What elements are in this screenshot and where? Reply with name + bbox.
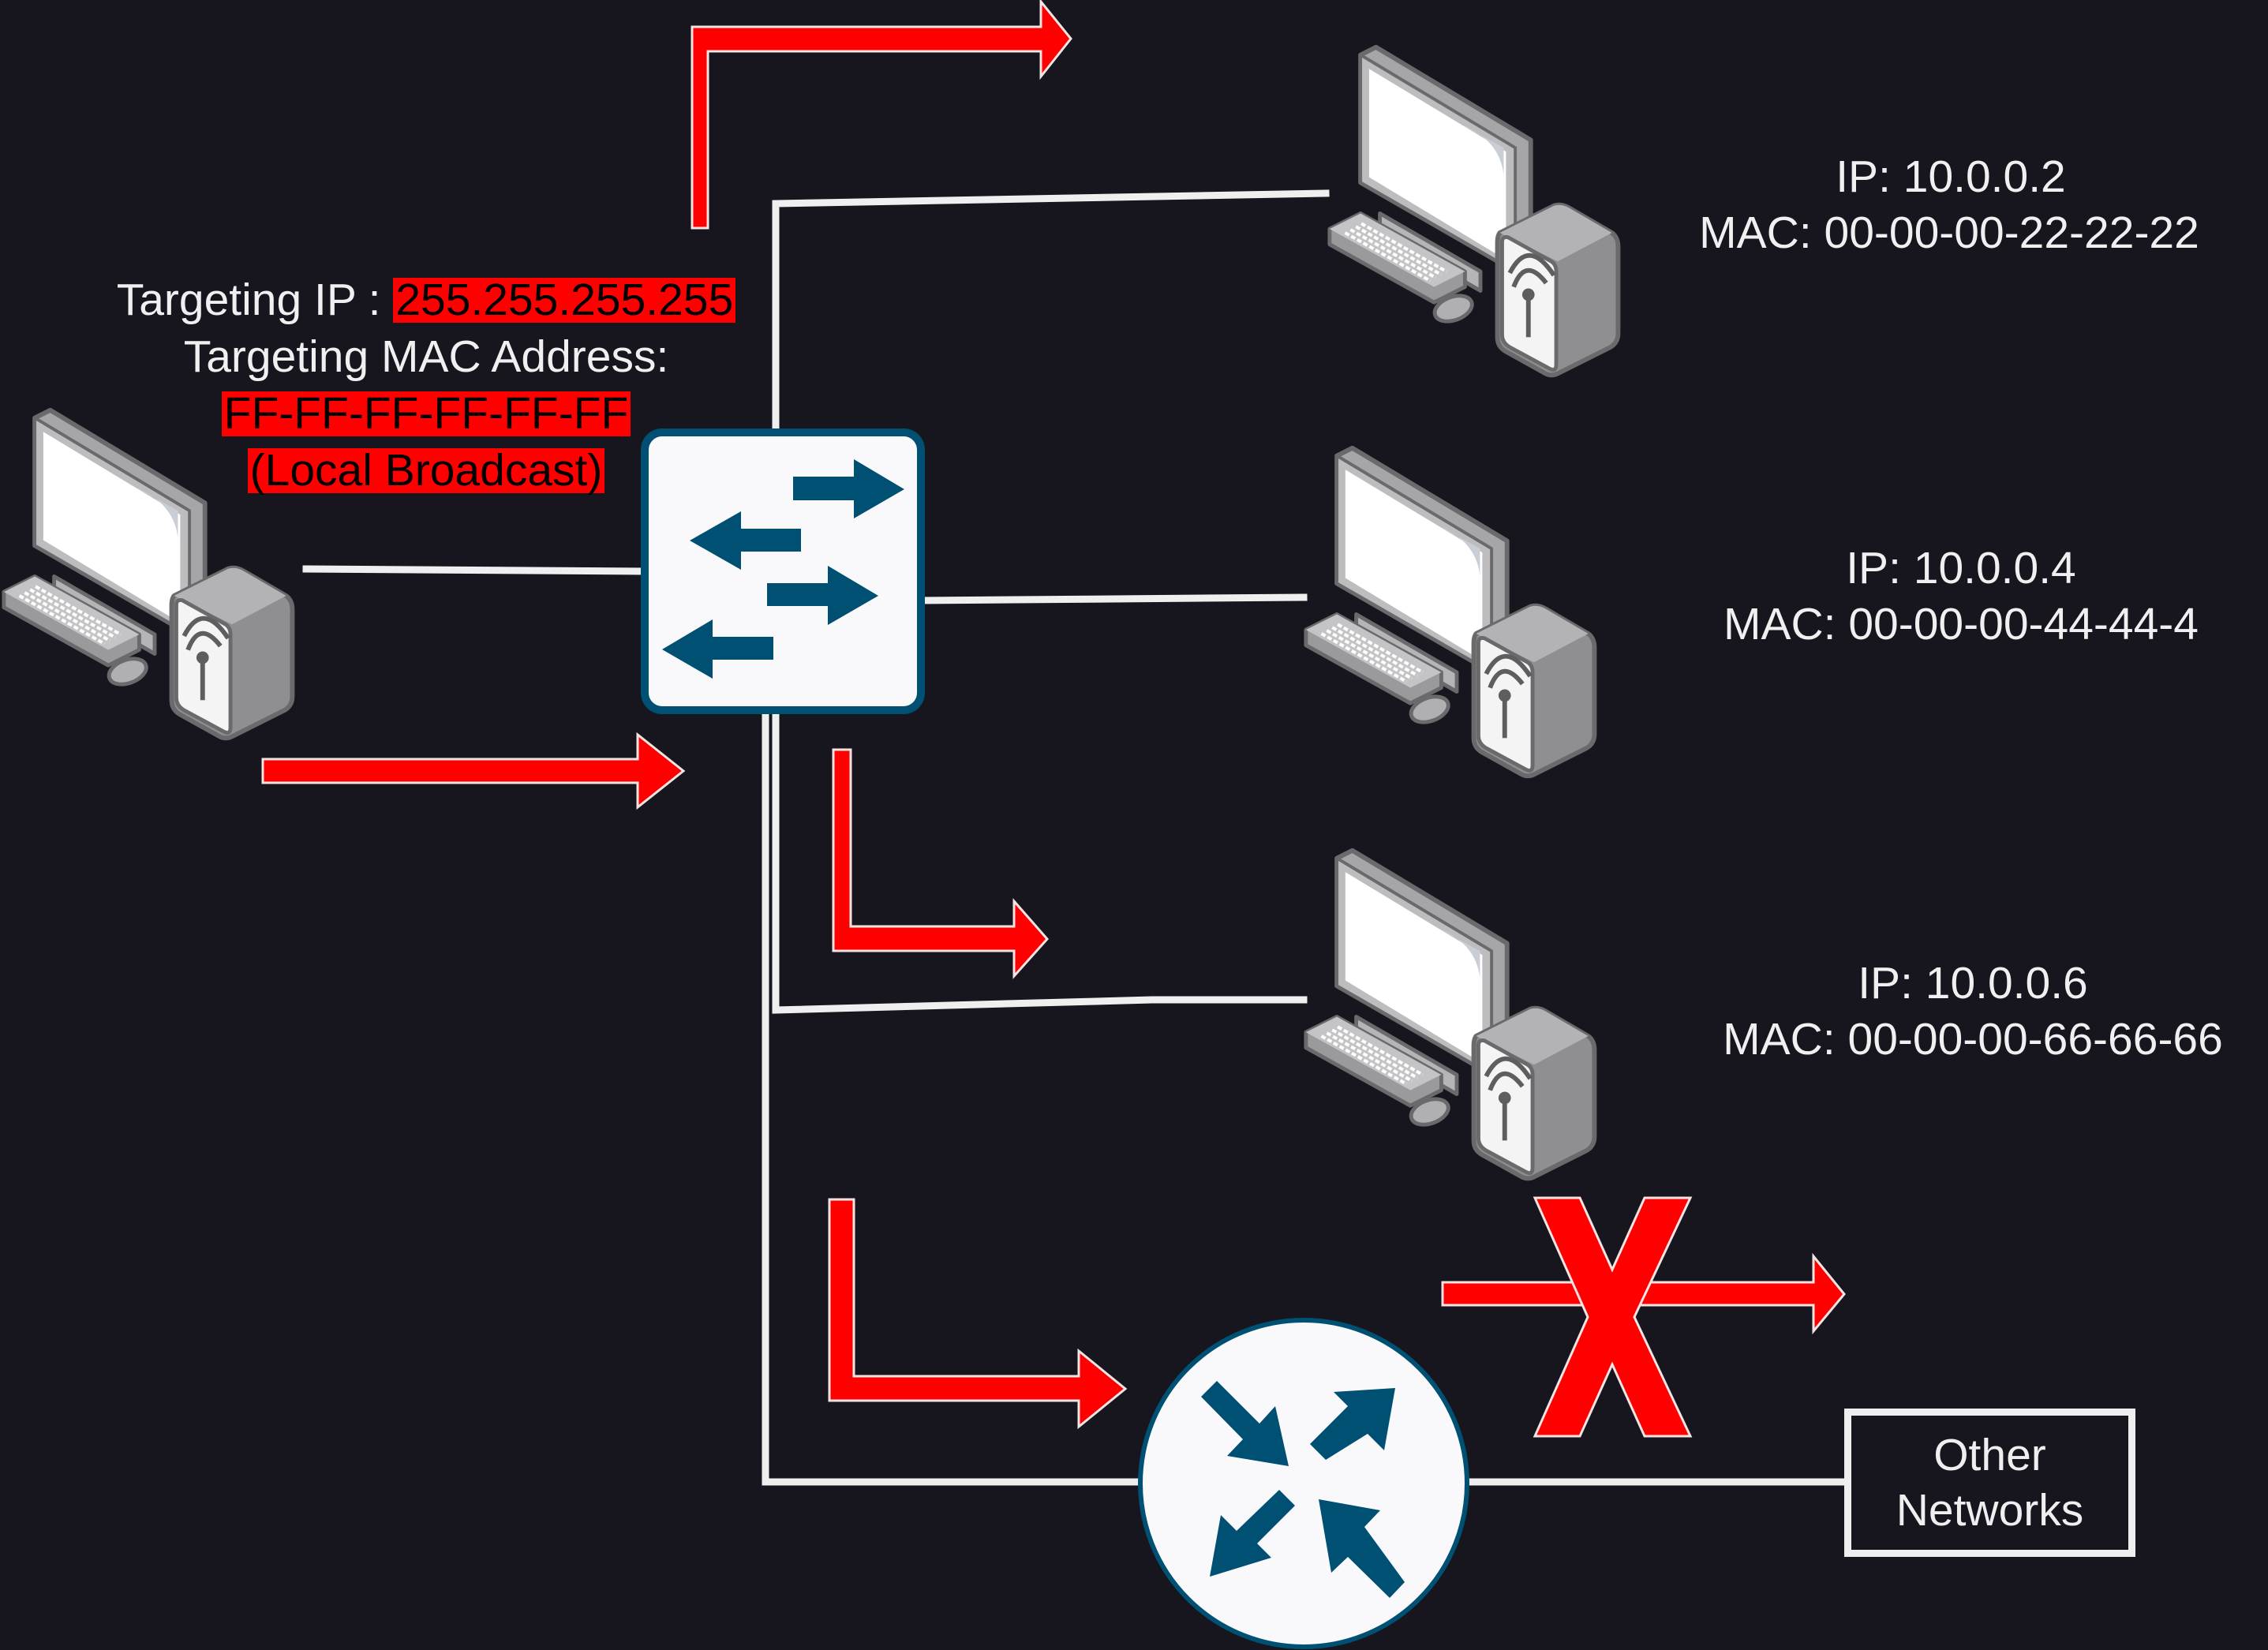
router-arrow-out-top-right (1310, 1388, 1395, 1460)
flood-arrow-source-to-switch (261, 731, 686, 810)
host-2-label: IP: 10.0.0.4 MAC: 00-00-00-44-44-4 (1689, 546, 2233, 658)
cable-switch-to-host-3 (772, 709, 1308, 1014)
host-1-label: IP: 10.0.0.2 MAC: 00-00-00-22-22-22 (1649, 155, 2249, 267)
targeting-mac-line: FF-FF-FF-FF-FF-FF (71, 385, 781, 442)
router-arrow-in-bottom-right (1319, 1499, 1405, 1598)
flood-arrow-to-host-3 (832, 748, 1050, 979)
host-3-computer-icon[interactable] (1306, 851, 1595, 1179)
cable-switch-to-router (762, 709, 1142, 1486)
switch-arrow-right-2 (767, 566, 878, 625)
flood-arrow-to-router (828, 1198, 1128, 1430)
targeting-ip-value: 255.255.255.255 (393, 277, 736, 323)
host-1-ip: IP: 10.0.0.2 (1836, 152, 2066, 202)
host-2-computer-icon[interactable] (1306, 448, 1595, 776)
router-icon[interactable] (1138, 1318, 1469, 1649)
broadcast-note-line: (Local Broadcast) (71, 442, 781, 499)
blocked-x-icon (1533, 1196, 1693, 1438)
host-1-computer-icon[interactable] (1330, 47, 1619, 376)
host-1-mac: MAC: 00-00-00-22-22-22 (1699, 208, 2199, 258)
host-3-ip: IP: 10.0.0.6 (1858, 958, 2088, 1008)
targeting-mac-label: Targeting MAC Address: (183, 331, 669, 382)
switch-arrow-right-1 (793, 459, 904, 518)
other-networks-line-1: Other (1933, 1430, 2046, 1480)
host-3-mac: MAC: 00-00-00-66-66-66 (1723, 1014, 2223, 1064)
other-networks-line-2: Networks (1896, 1485, 2084, 1536)
other-networks-box[interactable]: Other Networks (1844, 1409, 2135, 1557)
cable-source-to-switch (302, 565, 645, 575)
router-arrow-out-bottom-left (1210, 1490, 1295, 1577)
router-arrow-in-top-left (1201, 1381, 1289, 1466)
network-cables (302, 189, 1848, 1486)
targeting-mac-value: FF-FF-FF-FF-FF-FF (221, 391, 631, 436)
cable-switch-to-host-2 (919, 593, 1308, 604)
host-2-ip: IP: 10.0.0.4 (1846, 543, 2076, 593)
flood-arrow-to-host-1 (691, 0, 1072, 230)
host-3-label: IP: 10.0.0.6 MAC: 00-00-00-66-66-66 (1697, 961, 2249, 1073)
switch-arrow-left-2 (662, 619, 773, 679)
cable-switch-to-host-1 (772, 189, 1330, 432)
switch-arrow-left-1 (690, 511, 801, 570)
targeting-ip-line: Targeting IP : 255.255.255.255 (71, 271, 781, 328)
host-2-mac: MAC: 00-00-00-44-44-4 (1723, 599, 2199, 649)
broadcast-note: (Local Broadcast) (247, 447, 605, 493)
targeting-ip-label: Targeting IP : (116, 274, 394, 325)
switch-icon[interactable] (641, 428, 925, 714)
source-target-info: Targeting IP : 255.255.255.255 Targeting… (71, 271, 781, 499)
